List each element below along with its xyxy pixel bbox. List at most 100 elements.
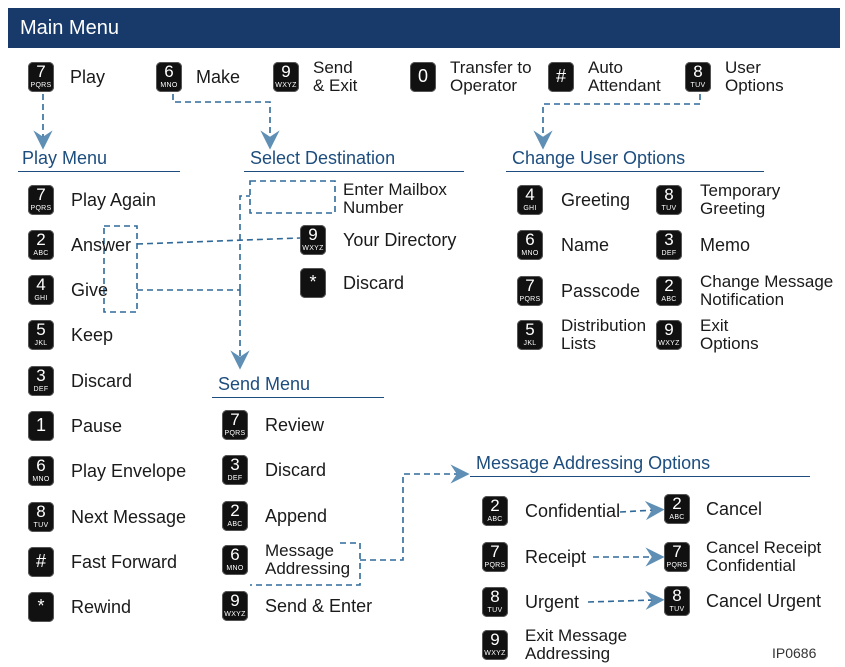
- key-letters: ABC: [669, 514, 685, 521]
- send-review-label: Review: [265, 415, 325, 435]
- key-letters: JKL: [34, 340, 48, 347]
- play-menu-title: Play Menu: [22, 148, 108, 168]
- key-digit: 0: [417, 66, 428, 86]
- key-digit: 8: [672, 586, 682, 605]
- key-digit: 2: [230, 501, 240, 520]
- key-letters: WXYZ: [302, 245, 324, 252]
- play-menu-give-label: Give: [71, 280, 109, 300]
- option-temporary-greeting-label: Temporary Greeting: [700, 181, 781, 218]
- main-user-options-label: User Options: [725, 58, 784, 95]
- key-digit: 2: [490, 496, 500, 515]
- option-memo-label: Memo: [700, 235, 751, 255]
- change-user-options-title: Change User Options: [512, 148, 686, 168]
- key-digit: 8: [693, 62, 703, 81]
- option-greeting-label: Greeting: [561, 190, 631, 210]
- addressing-receipt-label: Receipt: [525, 547, 587, 567]
- key-digit: *: [37, 596, 45, 616]
- play-menu-pause-label: Pause: [71, 416, 123, 436]
- key-digit: 8: [36, 502, 46, 521]
- change-user-options-rule: [506, 171, 764, 172]
- play-menu-answer-label: Answer: [71, 235, 132, 255]
- options-to-change-arrow: [533, 94, 701, 150]
- key-digit: 1: [35, 415, 46, 435]
- key-letters: TUV: [690, 82, 706, 89]
- option-exit-options-label: Exit Options: [700, 316, 759, 353]
- key-letters: TUV: [33, 522, 49, 529]
- key-letters: ABC: [487, 516, 503, 523]
- destination-discard-label: Discard: [343, 273, 405, 293]
- main-make-label: Make: [196, 67, 241, 87]
- key-digit: #: [35, 551, 46, 571]
- key-letters: TUV: [661, 205, 677, 212]
- key-letters: WXYZ: [275, 82, 297, 89]
- message-addressing-title: Message Addressing Options: [476, 453, 711, 473]
- main-play-label: Play: [70, 67, 106, 87]
- answer-give-bracket: [103, 225, 138, 313]
- main-send-exit-label: Send & Exit: [313, 58, 358, 95]
- key-digit: #: [555, 66, 566, 86]
- key-digit: 8: [664, 185, 674, 204]
- addressing-bracket: [250, 542, 361, 586]
- key-digit: 3: [230, 455, 240, 474]
- key-digit: 4: [36, 275, 46, 294]
- make-to-destination-arrow: [172, 94, 280, 150]
- key-letters: PQRS: [30, 205, 52, 212]
- destination-discard-key: *: [300, 268, 326, 298]
- play-menu-discard-label: Discard: [71, 371, 133, 391]
- option-passcode-label: Passcode: [561, 281, 641, 301]
- addressing-cancel-urgent-label: Cancel Urgent: [706, 591, 822, 611]
- key-letters: PQRS: [30, 82, 52, 89]
- option-name-label: Name: [561, 235, 610, 255]
- key-letters: MNO: [32, 476, 50, 483]
- main-auto-attendant-label: Auto Attendant: [588, 58, 661, 95]
- confidential-arrow: [619, 500, 665, 521]
- urgent-arrow: [587, 590, 665, 610]
- key-letters: WXYZ: [658, 340, 680, 347]
- key-letters: DEF: [661, 250, 677, 257]
- key-digit: 9: [308, 225, 318, 244]
- key-digit: 7: [672, 542, 682, 561]
- key-digit: 9: [230, 591, 240, 610]
- play-menu-rule: [18, 171, 180, 172]
- key-digit: 2: [672, 494, 682, 513]
- key-digit: 3: [664, 230, 674, 249]
- send-append-label: Append: [265, 506, 328, 526]
- key-digit: 4: [525, 185, 535, 204]
- key-letters: MNO: [226, 565, 244, 572]
- send-send-enter-label: Send & Enter: [265, 596, 373, 616]
- key-letters: PQRS: [519, 296, 541, 303]
- send-menu-rule: [212, 397, 384, 398]
- key-digit: 6: [525, 230, 535, 249]
- figure-code: IP0686: [772, 645, 817, 661]
- message-addressing-rule: [470, 476, 810, 477]
- key-letters: MNO: [160, 82, 178, 89]
- play-menu-play-envelope-label: Play Envelope: [71, 461, 187, 481]
- addressing-exit-addressing-label: Exit Message Addressing: [525, 626, 628, 663]
- key-letters: DEF: [227, 475, 243, 482]
- addressing-cancel-label: Cancel: [706, 499, 763, 519]
- play-menu-rewind-label: Rewind: [71, 597, 132, 617]
- key-digit: 9: [490, 630, 500, 649]
- key-letters: TUV: [669, 606, 685, 613]
- play-menu-pause-key: 1: [28, 411, 54, 441]
- play-menu-rewind-key: *: [28, 592, 54, 622]
- play-menu-keep-label: Keep: [71, 325, 114, 345]
